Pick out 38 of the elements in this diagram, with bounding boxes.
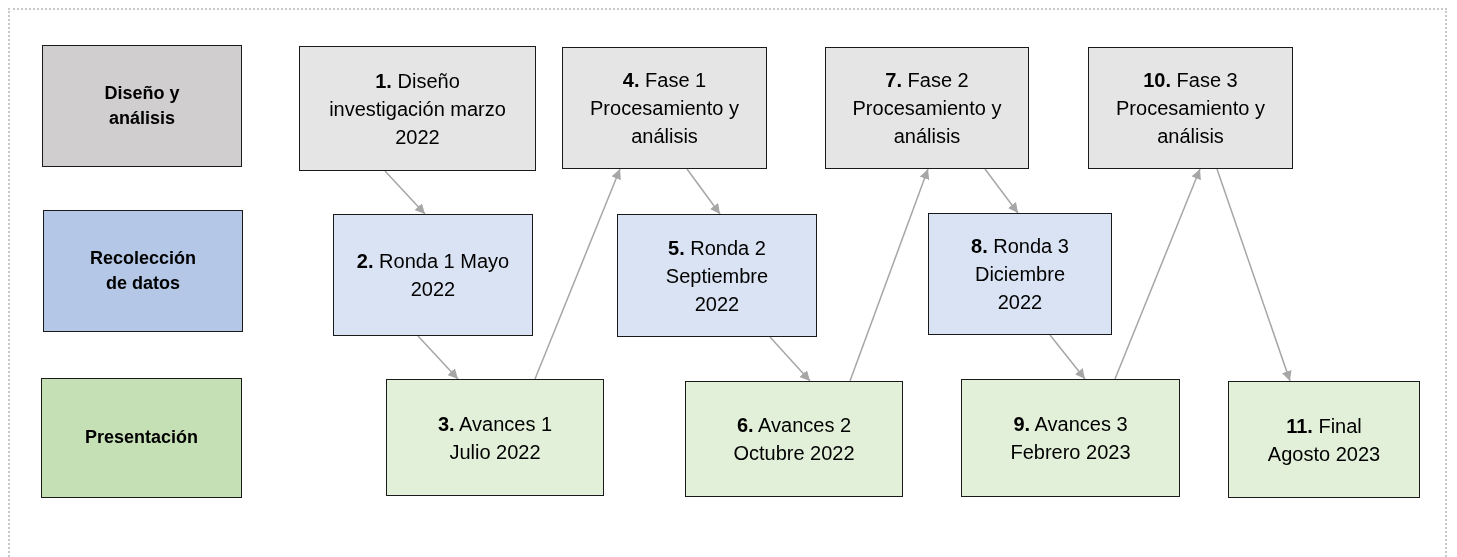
row-label: Recolección de datos: [88, 246, 197, 295]
step-text: 6. Avances 2 Octubre 2022: [732, 413, 856, 466]
arrow: [686, 168, 721, 215]
step-text: 5. Ronda 2 Septiembre 2022: [664, 235, 770, 317]
step-box: [1228, 381, 1420, 498]
arrow: [1049, 334, 1086, 380]
step-text: 4. Fase 1 Procesamiento y análisis: [589, 68, 740, 149]
step-box: [961, 379, 1180, 497]
arrow: [534, 168, 621, 380]
step-text: 11. Final Agosto 2023: [1266, 413, 1382, 467]
row-header-box: [42, 45, 242, 167]
row-header-box: [43, 210, 243, 332]
step-box: [928, 213, 1112, 335]
step-box: [685, 381, 903, 497]
step-text: 8. Ronda 3 Diciembre 2022: [970, 234, 1070, 315]
step-text: 10. Fase 3 Procesamiento y análisis: [1115, 68, 1266, 149]
step-box: [333, 214, 533, 336]
step-box: [617, 214, 817, 337]
step-text: 7. Fase 2 Procesamiento y análisis: [852, 68, 1002, 149]
row-label: Diseño y análisis: [103, 81, 181, 130]
arrow: [1114, 168, 1201, 380]
arrow: [849, 168, 930, 382]
step-box: [562, 47, 767, 169]
step-text: 2. Ronda 1 Mayo 2022: [355, 249, 511, 302]
step-text: 1. Diseño investigación marzo 2022: [328, 68, 507, 150]
arrow: [769, 336, 811, 382]
arrow: [417, 335, 459, 380]
step-text: 3. Avances 1 Julio 2022: [436, 411, 554, 465]
step-text: 9. Avances 3 Febrero 2023: [1009, 412, 1132, 465]
arrow: [984, 168, 1019, 214]
step-box: [825, 47, 1029, 169]
step-box: [386, 379, 604, 496]
arrow: [1216, 168, 1292, 382]
arrow: [384, 170, 426, 215]
step-box: [1088, 47, 1293, 169]
row-header-box: [41, 378, 242, 498]
step-box: [299, 46, 536, 171]
row-label: Presentación: [84, 426, 198, 450]
